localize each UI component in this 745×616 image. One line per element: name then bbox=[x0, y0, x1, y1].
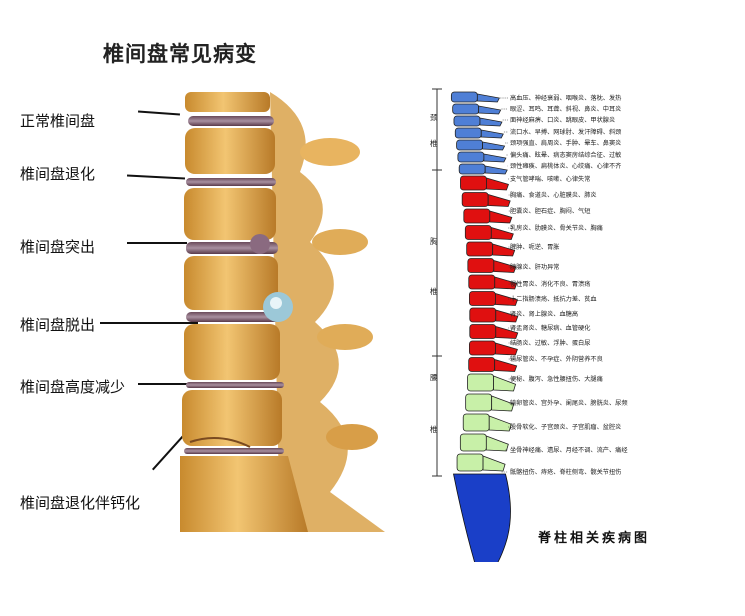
leader-degenerated-disc bbox=[126, 174, 186, 180]
leader-normal-disc bbox=[137, 110, 181, 116]
vertebra-process bbox=[487, 193, 511, 207]
vertebra-body bbox=[469, 291, 496, 306]
disease-label: 乳房炎、肋膜炎、骨关节炎、胸痛 bbox=[510, 224, 603, 232]
vertebra-process bbox=[489, 210, 513, 224]
vertebra-body bbox=[469, 340, 496, 356]
sacrum bbox=[453, 473, 511, 562]
vertebra-process bbox=[484, 165, 508, 175]
disease-label: 胰腺炎、肝功异常 bbox=[510, 263, 560, 271]
vertebra-body bbox=[462, 413, 490, 432]
vertebra-process bbox=[492, 243, 516, 257]
vertebra-body bbox=[463, 208, 491, 224]
vertebra-process bbox=[493, 375, 517, 392]
spine-related-diseases-chart: 颈 椎 胸 椎 腰 椎 高血压、神经衰弱、咽喉炎、落枕、发热眼涩、耳鸣、耳聋、斜… bbox=[430, 88, 628, 562]
vertebra-body bbox=[453, 115, 481, 127]
vertebra-body bbox=[459, 433, 487, 452]
vertebra-body bbox=[461, 192, 489, 207]
vertebra-process bbox=[495, 325, 519, 339]
region-label-thoracic-2: 椎 bbox=[430, 286, 438, 296]
disease-label: 十二指肠溃疡、抵抗力差、贫血 bbox=[510, 295, 597, 303]
disease-label: 输卵管炎、宫外孕、阑尾炎、膀胱炎、尿频 bbox=[510, 399, 628, 407]
disease-label: 支气管哮喘、咳嗽、心律失常 bbox=[510, 175, 590, 183]
disease-label: 眼涩、耳鸣、耳聋、斜视、鼻炎、中耳炎 bbox=[510, 105, 621, 113]
disease-label: 胸痛、食道炎、心脏膜炎、肺炎 bbox=[510, 191, 597, 199]
vertebra-body bbox=[458, 163, 486, 175]
vertebra-column bbox=[450, 91, 519, 562]
disease-label: 颈性瘫痪、扁桃体炎、心绞痛、心律不齐 bbox=[510, 162, 621, 170]
disease-label: 肾炎、肾上腺炎、血糖高 bbox=[510, 310, 578, 318]
vertebra-process bbox=[476, 93, 500, 103]
label-degenerated-disc: 椎间盘退化 bbox=[20, 165, 96, 183]
disease-label: 骶髂扭伤、痔疮、脊柱侧弯、髋关节扭伤 bbox=[510, 468, 621, 476]
vertebra-process bbox=[491, 395, 515, 412]
vertebra-body bbox=[466, 241, 494, 257]
vertebra-process bbox=[494, 358, 518, 372]
left-diagram-title: 椎间盘常见病变 bbox=[103, 42, 257, 66]
vertebra-body bbox=[450, 91, 478, 103]
vertebra-body bbox=[452, 103, 480, 115]
vertebra-process bbox=[495, 309, 519, 323]
disease-labels: 高血压、神经衰弱、咽喉炎、落枕、发热眼涩、耳鸣、耳聋、斜视、鼻炎、中耳炎面神经麻… bbox=[510, 94, 628, 476]
leader-disc-height-reduced bbox=[138, 383, 198, 385]
disease-label: 股骨软化、子宫颈炎、子宫肌瘤、盆腔炎 bbox=[510, 423, 621, 431]
lumbar-spine-illustration bbox=[180, 92, 385, 532]
leader-herniated-disc bbox=[127, 242, 187, 244]
vertebra-body bbox=[468, 357, 496, 372]
vertebra-body bbox=[465, 393, 493, 412]
vertebra-body bbox=[467, 373, 494, 392]
disease-leader-lines bbox=[500, 97, 518, 473]
vertebra-process bbox=[488, 415, 512, 432]
vertebra-process bbox=[494, 276, 518, 290]
label-prolapsed-disc: 椎间盘脱出 bbox=[20, 316, 96, 334]
vertebra-process bbox=[483, 153, 507, 163]
leader-prolapsed-disc bbox=[100, 322, 198, 324]
vertebra-process bbox=[493, 259, 517, 273]
region-label-lumbar-1: 腰 bbox=[430, 373, 438, 382]
vertebra-body bbox=[468, 274, 496, 290]
vertebra-body bbox=[456, 139, 483, 151]
vertebra-process bbox=[482, 455, 506, 472]
label-disc-calcification: 椎间盘退化伴钙化 bbox=[20, 494, 141, 512]
vertebra-body bbox=[469, 324, 497, 339]
label-herniated-disc: 椎间盘突出 bbox=[20, 238, 96, 256]
disease-label: 坐骨神经痛、遗尿、月经不调、流产、痛经 bbox=[510, 446, 628, 454]
vertebra-process bbox=[478, 105, 502, 115]
vertebra-body bbox=[457, 151, 485, 163]
disease-label: 流口水、早搏、网球肘、发汗障碍、斜颈 bbox=[510, 128, 621, 136]
disease-label: 颈项强直、肩周炎、手肿、晕车、鼻窦炎 bbox=[510, 139, 621, 147]
vertebra-body bbox=[456, 453, 484, 472]
region-label-lumbar-2: 椎 bbox=[430, 424, 438, 434]
vertebra-process bbox=[480, 129, 504, 139]
disease-label: 便秘、腹泻、急性腰扭伤、大腿痛 bbox=[510, 375, 603, 383]
label-normal-disc: 正常椎间盘 bbox=[20, 112, 96, 130]
vertebra-process bbox=[495, 292, 518, 306]
vertebra-body bbox=[469, 307, 497, 323]
disease-label: 肾盂肾炎、糖尿病、血管硬化 bbox=[510, 324, 590, 332]
vertebra-process bbox=[485, 435, 509, 452]
vertebra-process bbox=[479, 117, 503, 127]
right-diagram-title: 脊柱相关疾病图 bbox=[538, 531, 651, 546]
disease-label: 脾肿、呃逆、胃胀 bbox=[510, 243, 560, 251]
vertebra-body bbox=[454, 127, 482, 139]
disease-label: 面神经麻痹、口炎、跳眼皮、甲状腺炎 bbox=[510, 116, 615, 124]
region-label-cervical-2: 椎 bbox=[430, 138, 438, 148]
vertebra-process bbox=[490, 226, 514, 240]
disease-label: 胆囊炎、胆石症、胸闷、气短 bbox=[510, 207, 590, 215]
disease-label: 输尿管炎、不孕症、外阴营养不良 bbox=[510, 355, 603, 363]
disease-label: 慢性胃炎、消化不良、胃溃疡 bbox=[510, 280, 590, 288]
vertebra-body bbox=[467, 258, 495, 273]
disease-label: 偏头痛、眩晕、病态窦房结综合征、过敏 bbox=[510, 151, 621, 159]
vertebra-process bbox=[486, 177, 509, 191]
vertebra-process bbox=[495, 342, 518, 356]
region-label-cervical-1: 颈 bbox=[430, 113, 438, 122]
vertebra-body bbox=[460, 175, 487, 191]
region-label-thoracic-1: 胸 bbox=[430, 236, 438, 246]
vertebra-process bbox=[482, 141, 506, 151]
vertebra-body bbox=[464, 225, 492, 240]
disease-label: 结肠炎、过敏、浮肿、蛋白尿 bbox=[510, 339, 590, 347]
label-disc-height-reduced: 椎间盘高度减少 bbox=[20, 378, 126, 396]
disease-label: 高血压、神经衰弱、咽喉炎、落枕、发热 bbox=[510, 94, 622, 102]
